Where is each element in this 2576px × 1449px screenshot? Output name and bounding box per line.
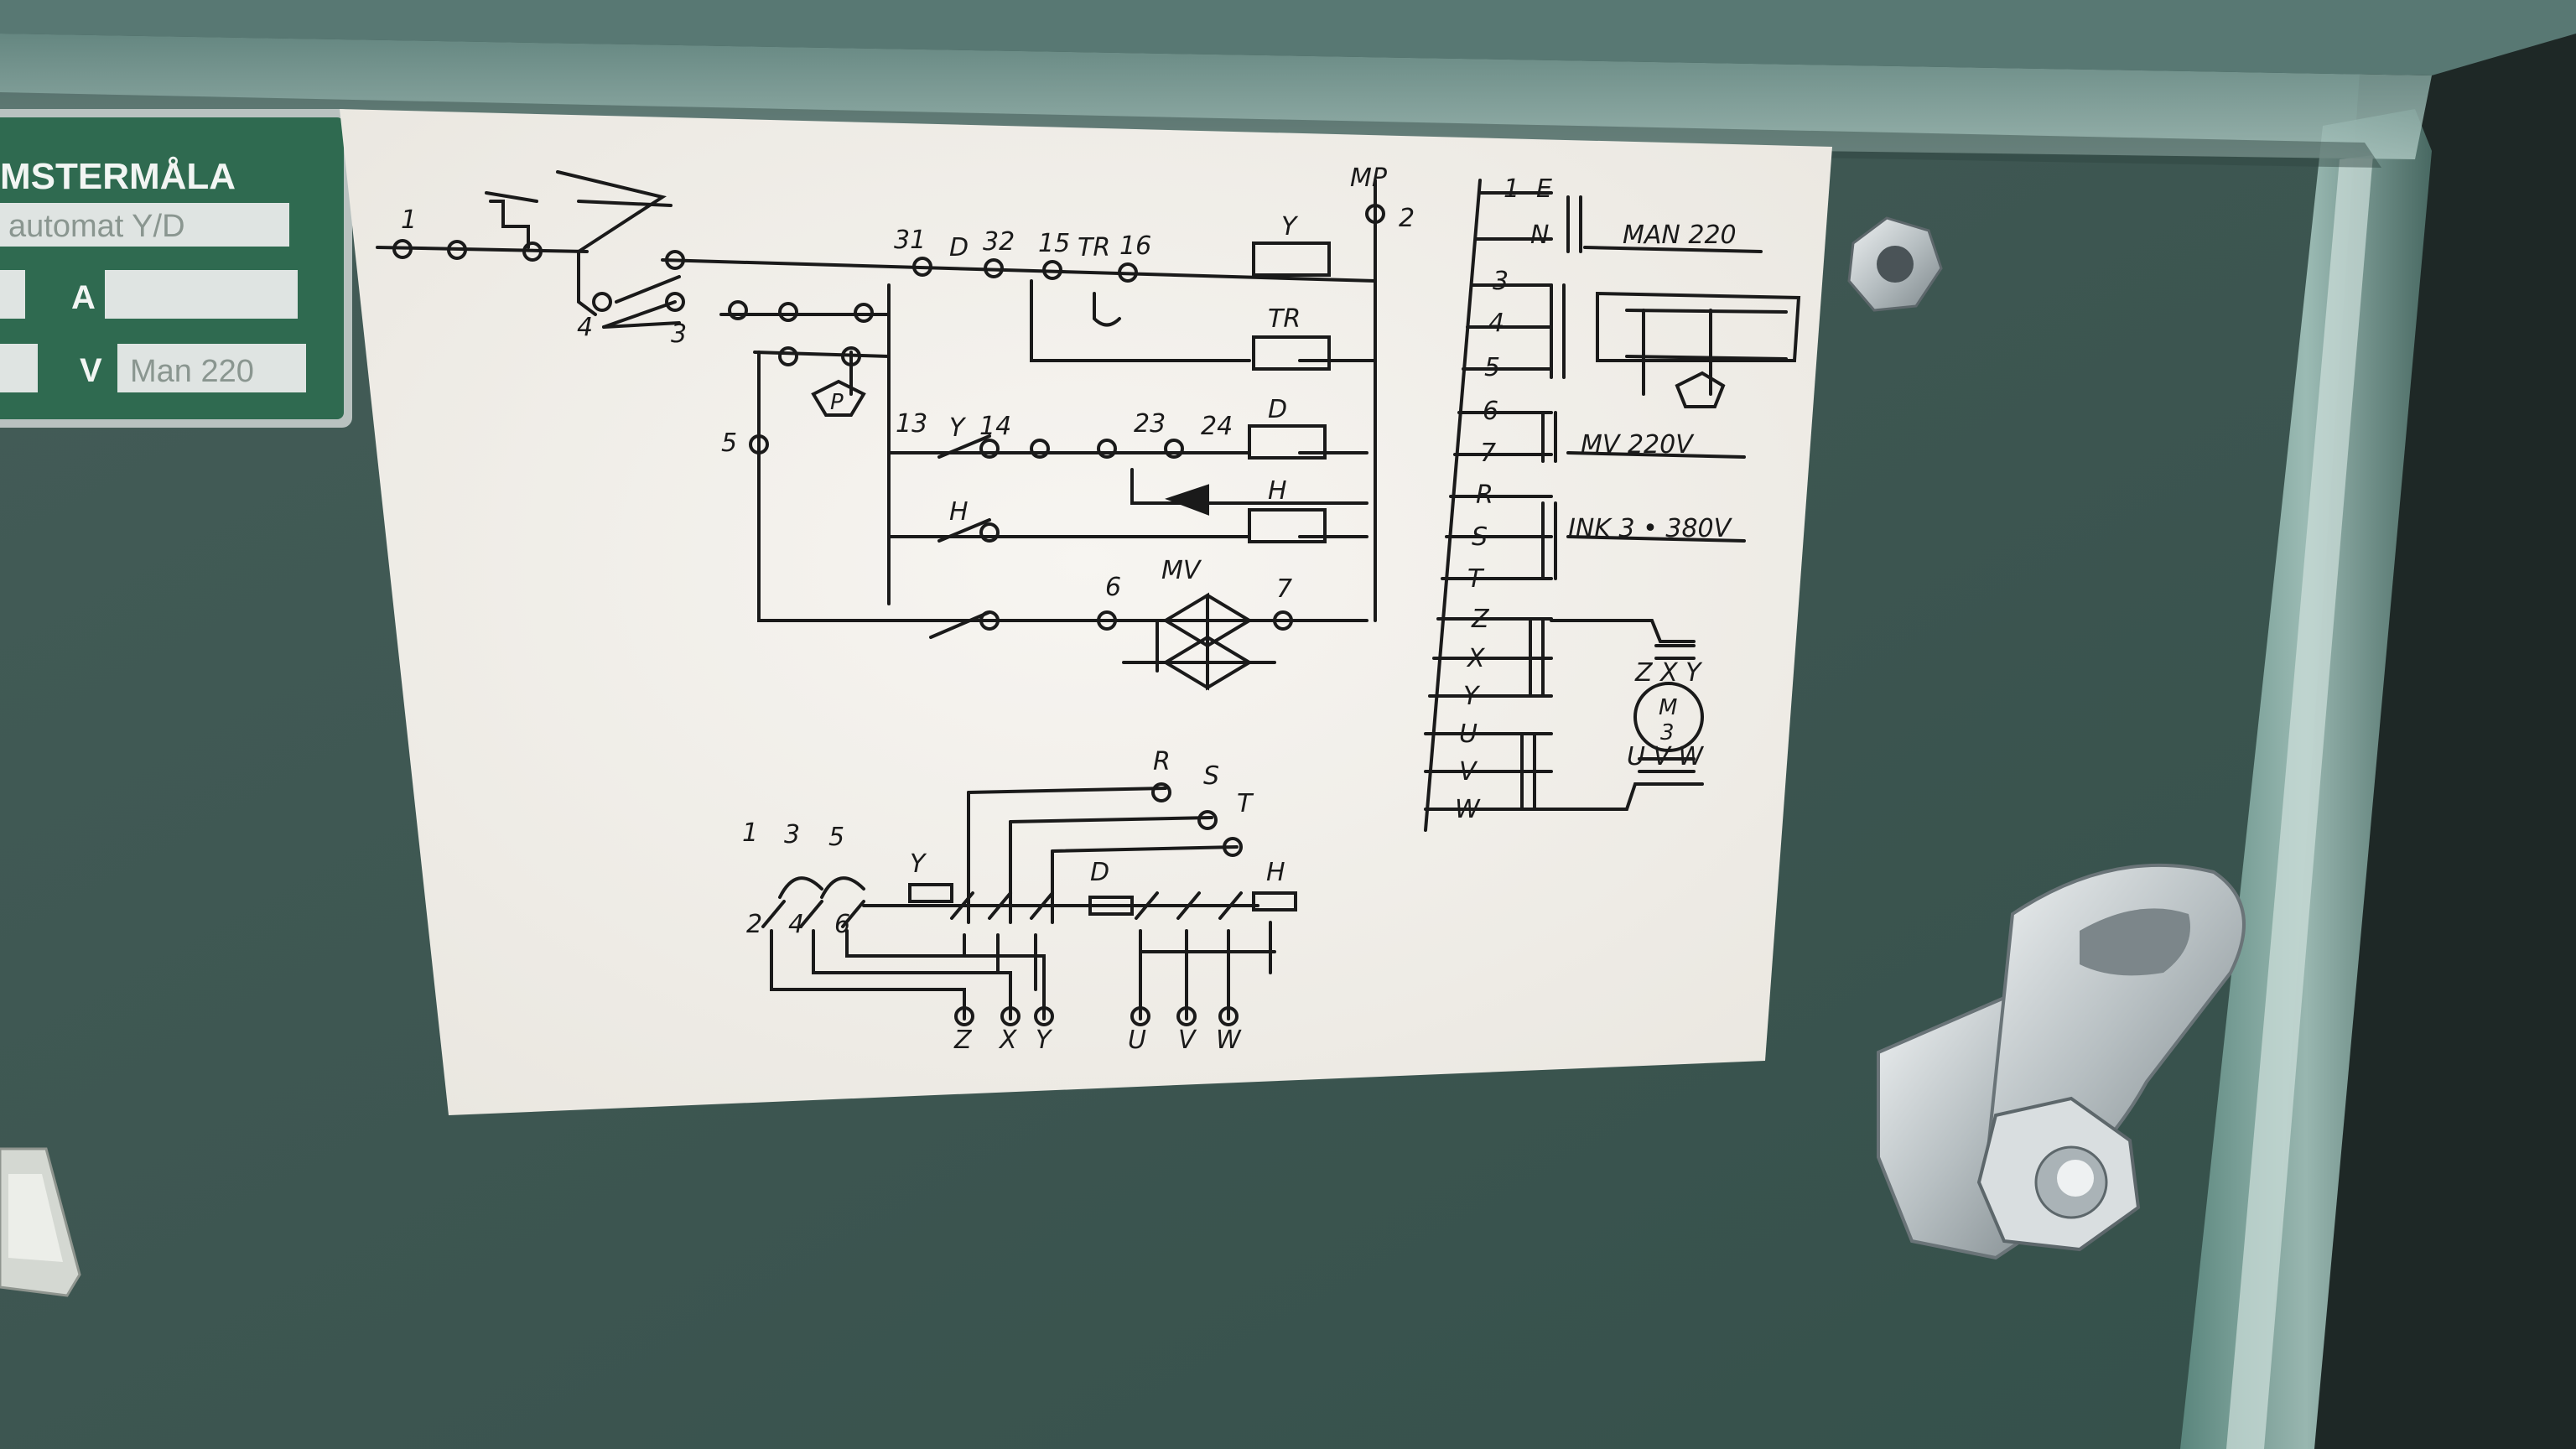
label-motor-bottom: U V W bbox=[1627, 742, 1705, 771]
label-supply-r: R bbox=[1153, 747, 1171, 776]
label-contactor-d: D bbox=[1090, 858, 1109, 887]
label-pin-bottom-4: 4 bbox=[788, 910, 804, 939]
label-strip-row-7: 7 bbox=[1480, 439, 1496, 468]
label-strip-row-w: W bbox=[1455, 795, 1481, 824]
label-pin-top-3: 3 bbox=[784, 820, 800, 849]
label-man-220: MAN 220 bbox=[1623, 221, 1737, 250]
door-frame-top-shadow bbox=[0, 0, 2576, 75]
label-strip-row-s: S bbox=[1472, 522, 1488, 552]
label-terminal-7: 7 bbox=[1276, 574, 1292, 604]
nameplate-type-field bbox=[0, 203, 289, 247]
label-strip-row-t: T bbox=[1467, 564, 1485, 594]
label-strip-row-x: X bbox=[1466, 644, 1486, 673]
label-coil-d: D bbox=[1268, 395, 1287, 424]
label-coil-h: H bbox=[1268, 476, 1287, 506]
label-pin-bottom-6: 6 bbox=[834, 910, 850, 939]
label-output-w: W bbox=[1216, 1026, 1242, 1055]
label-pressure-switch: P bbox=[830, 390, 844, 415]
label-strip-row-r: R bbox=[1476, 480, 1493, 510]
label-output-y: Y bbox=[1036, 1026, 1053, 1055]
label-coil-tr: TR bbox=[1268, 304, 1301, 334]
label-terminal-13: 13 bbox=[896, 409, 927, 439]
label-mv-220v: MV 220V bbox=[1581, 430, 1695, 460]
label-supply-t: T bbox=[1237, 789, 1254, 818]
label-contact-y: Y bbox=[949, 413, 967, 443]
label-pin-top-1: 1 bbox=[742, 818, 758, 848]
nameplate-field-left-1 bbox=[0, 270, 25, 319]
label-pin-top-5: 5 bbox=[828, 823, 844, 852]
door-frame-right-lip bbox=[2226, 155, 2373, 1449]
door-latch bbox=[1877, 863, 2246, 1260]
nameplate: MSTERMÅLA automat Y/D A V Man 220 bbox=[0, 109, 352, 428]
label-contact-tr: TR bbox=[1078, 233, 1110, 262]
wiring-diagram-sheet bbox=[340, 109, 1832, 1115]
label-terminal-3: 3 bbox=[671, 319, 687, 349]
label-strip-row-6: 6 bbox=[1483, 397, 1498, 426]
label-terminal-1: 1 bbox=[401, 205, 417, 235]
nameplate-type-value: automat Y/D bbox=[8, 209, 185, 244]
label-strip-row-u: U bbox=[1459, 719, 1478, 749]
label-terminal-5: 5 bbox=[721, 428, 737, 458]
label-output-z: Z bbox=[953, 1026, 973, 1055]
label-mp: MP bbox=[1350, 164, 1388, 193]
diagram-labels: MP 1 2 3 4 5 6 7 13 14 15 16 23 24 31 32… bbox=[401, 164, 1737, 1055]
label-contactor-y: Y bbox=[910, 849, 927, 879]
label-strip-row-5: 5 bbox=[1484, 353, 1500, 382]
label-motor-top: Z X Y bbox=[1634, 658, 1703, 688]
coils bbox=[811, 242, 1331, 691]
label-ink-380v: INK 3 • 380V bbox=[1568, 514, 1733, 543]
label-terminal-2: 2 bbox=[1399, 204, 1415, 233]
label-strip-row-4: 4 bbox=[1488, 309, 1504, 338]
hex-nut bbox=[1847, 216, 1943, 312]
label-contact-h: H bbox=[949, 497, 969, 527]
nameplate-v-value: Man 220 bbox=[130, 354, 254, 389]
label-pin-bottom-2: 2 bbox=[746, 910, 762, 939]
terminal-markers bbox=[392, 204, 1385, 631]
label-terminal-15: 15 bbox=[1038, 229, 1070, 258]
label-motor-m: M bbox=[1659, 695, 1677, 720]
label-motor-3: 3 bbox=[1660, 720, 1675, 745]
power-circuit bbox=[761, 782, 1297, 1026]
label-strip-row-3: 3 bbox=[1493, 267, 1509, 296]
mounting-clip bbox=[0, 1147, 81, 1297]
label-strip-row-v: V bbox=[1459, 757, 1478, 787]
nameplate-a-field bbox=[105, 270, 298, 319]
label-terminal-23: 23 bbox=[1134, 409, 1166, 439]
label-coil-y: Y bbox=[1281, 212, 1299, 242]
nameplate-v-field bbox=[117, 344, 306, 392]
label-terminal-31: 31 bbox=[894, 226, 926, 255]
nameplate-v-label: V bbox=[80, 352, 102, 389]
label-output-x: X bbox=[998, 1026, 1018, 1055]
label-output-u: U bbox=[1128, 1026, 1146, 1055]
control-circuit bbox=[376, 170, 1377, 673]
label-terminal-4: 4 bbox=[577, 313, 593, 342]
label-output-v: V bbox=[1178, 1026, 1197, 1055]
label-supply-s: S bbox=[1203, 761, 1219, 791]
nameplate-a-label: A bbox=[71, 279, 96, 316]
label-terminal-24: 24 bbox=[1201, 412, 1233, 441]
nameplate-field-left-2 bbox=[0, 344, 38, 392]
label-strip-row-1: 1 bbox=[1504, 174, 1519, 204]
label-valve-mv: MV bbox=[1161, 556, 1202, 585]
label-contactor-h: H bbox=[1266, 858, 1285, 887]
label-terminal-32: 32 bbox=[983, 227, 1015, 257]
label-terminal-14: 14 bbox=[979, 412, 1011, 441]
label-strip-e: E bbox=[1536, 174, 1552, 204]
label-strip-row-n: N bbox=[1530, 221, 1549, 250]
label-contact-d: D bbox=[949, 233, 969, 262]
label-strip-row-z: Z bbox=[1471, 605, 1490, 634]
paper bbox=[340, 109, 1832, 1115]
nameplate-brand: MSTERMÅLA bbox=[0, 156, 236, 197]
label-terminal-6: 6 bbox=[1105, 573, 1121, 602]
label-terminal-16: 16 bbox=[1119, 231, 1151, 261]
label-strip-row-y: Y bbox=[1463, 682, 1481, 711]
terminal-strip bbox=[1424, 179, 1801, 832]
wiring-diagram bbox=[376, 170, 1801, 1026]
